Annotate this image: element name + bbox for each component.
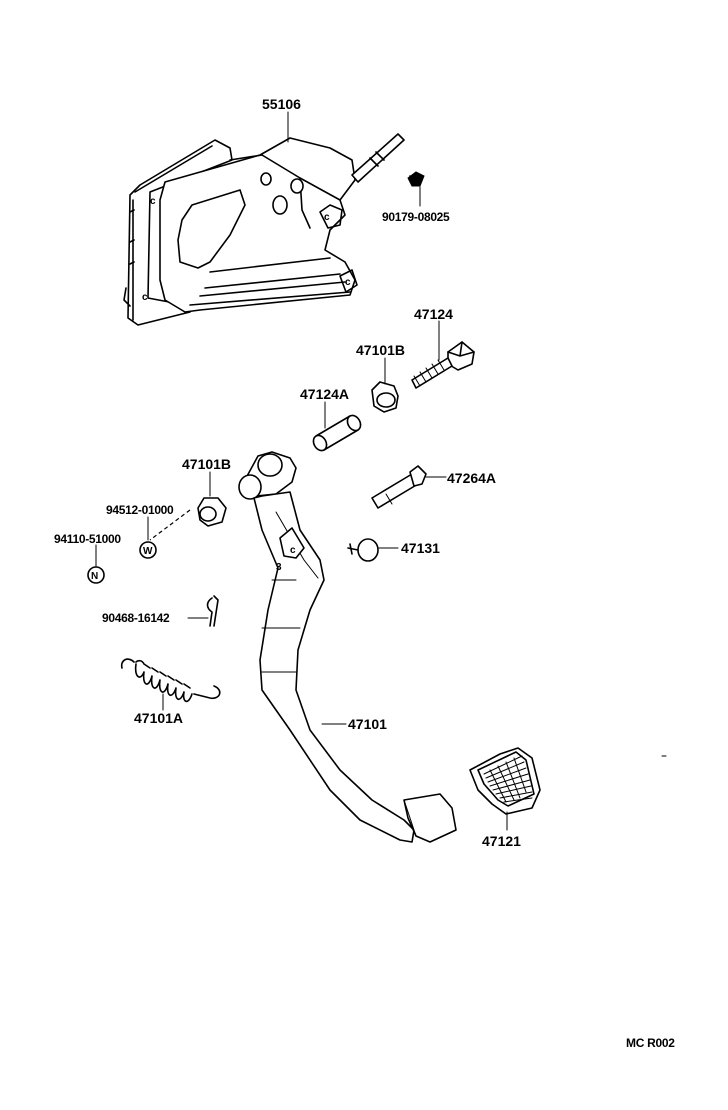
label-94110-51000: 94110-51000 xyxy=(54,532,121,546)
pedal-pad-drawing xyxy=(469,747,541,815)
collar-sleeve-drawing xyxy=(312,414,362,452)
label-47264a: 47264A xyxy=(447,470,496,486)
bushing-left-drawing xyxy=(197,497,227,527)
label-47101b-upper: 47101B xyxy=(356,342,405,358)
label-47101b-left: 47101B xyxy=(182,456,231,472)
label-90468-16142: 90468-16142 xyxy=(102,611,170,625)
svg-text:3: 3 xyxy=(276,562,282,573)
svg-text:c: c xyxy=(324,212,330,223)
return-spring-drawing xyxy=(120,658,221,703)
nut-symbol-icon xyxy=(87,566,105,584)
stopper-drawing xyxy=(347,538,379,562)
svg-text:c: c xyxy=(150,196,156,207)
svg-text:c: c xyxy=(142,292,148,303)
washer-symbol-letter: W xyxy=(143,546,153,557)
cotter-pin-drawing xyxy=(206,595,219,627)
label-47124: 47124 xyxy=(414,306,453,322)
clip-nut-drawing xyxy=(407,171,425,187)
svg-text:c: c xyxy=(290,545,296,556)
label-55106: 55106 xyxy=(262,96,301,112)
label-47101: 47101 xyxy=(348,716,387,732)
label-94512-01000: 94512-01000 xyxy=(106,503,174,517)
nut-symbol-letter: N xyxy=(91,571,98,582)
pedal-arm-drawing: c 3 xyxy=(238,451,457,843)
svg-text:c: c xyxy=(345,277,351,288)
pedal-bracket-drawing: c c c c xyxy=(123,133,405,326)
clevis-pin-drawing xyxy=(371,465,427,509)
bushing-upper-drawing xyxy=(371,381,399,413)
label-47101a: 47101A xyxy=(134,710,183,726)
label-90179-08025: 90179-08025 xyxy=(382,210,450,224)
washer-symbol-icon xyxy=(139,541,157,559)
pivot-bolt-drawing xyxy=(411,341,475,389)
label-47124a: 47124A xyxy=(300,386,349,402)
label-47131: 47131 xyxy=(401,540,440,556)
label-47121: 47121 xyxy=(482,833,521,849)
diagram-code: MC R002 xyxy=(626,1036,675,1050)
